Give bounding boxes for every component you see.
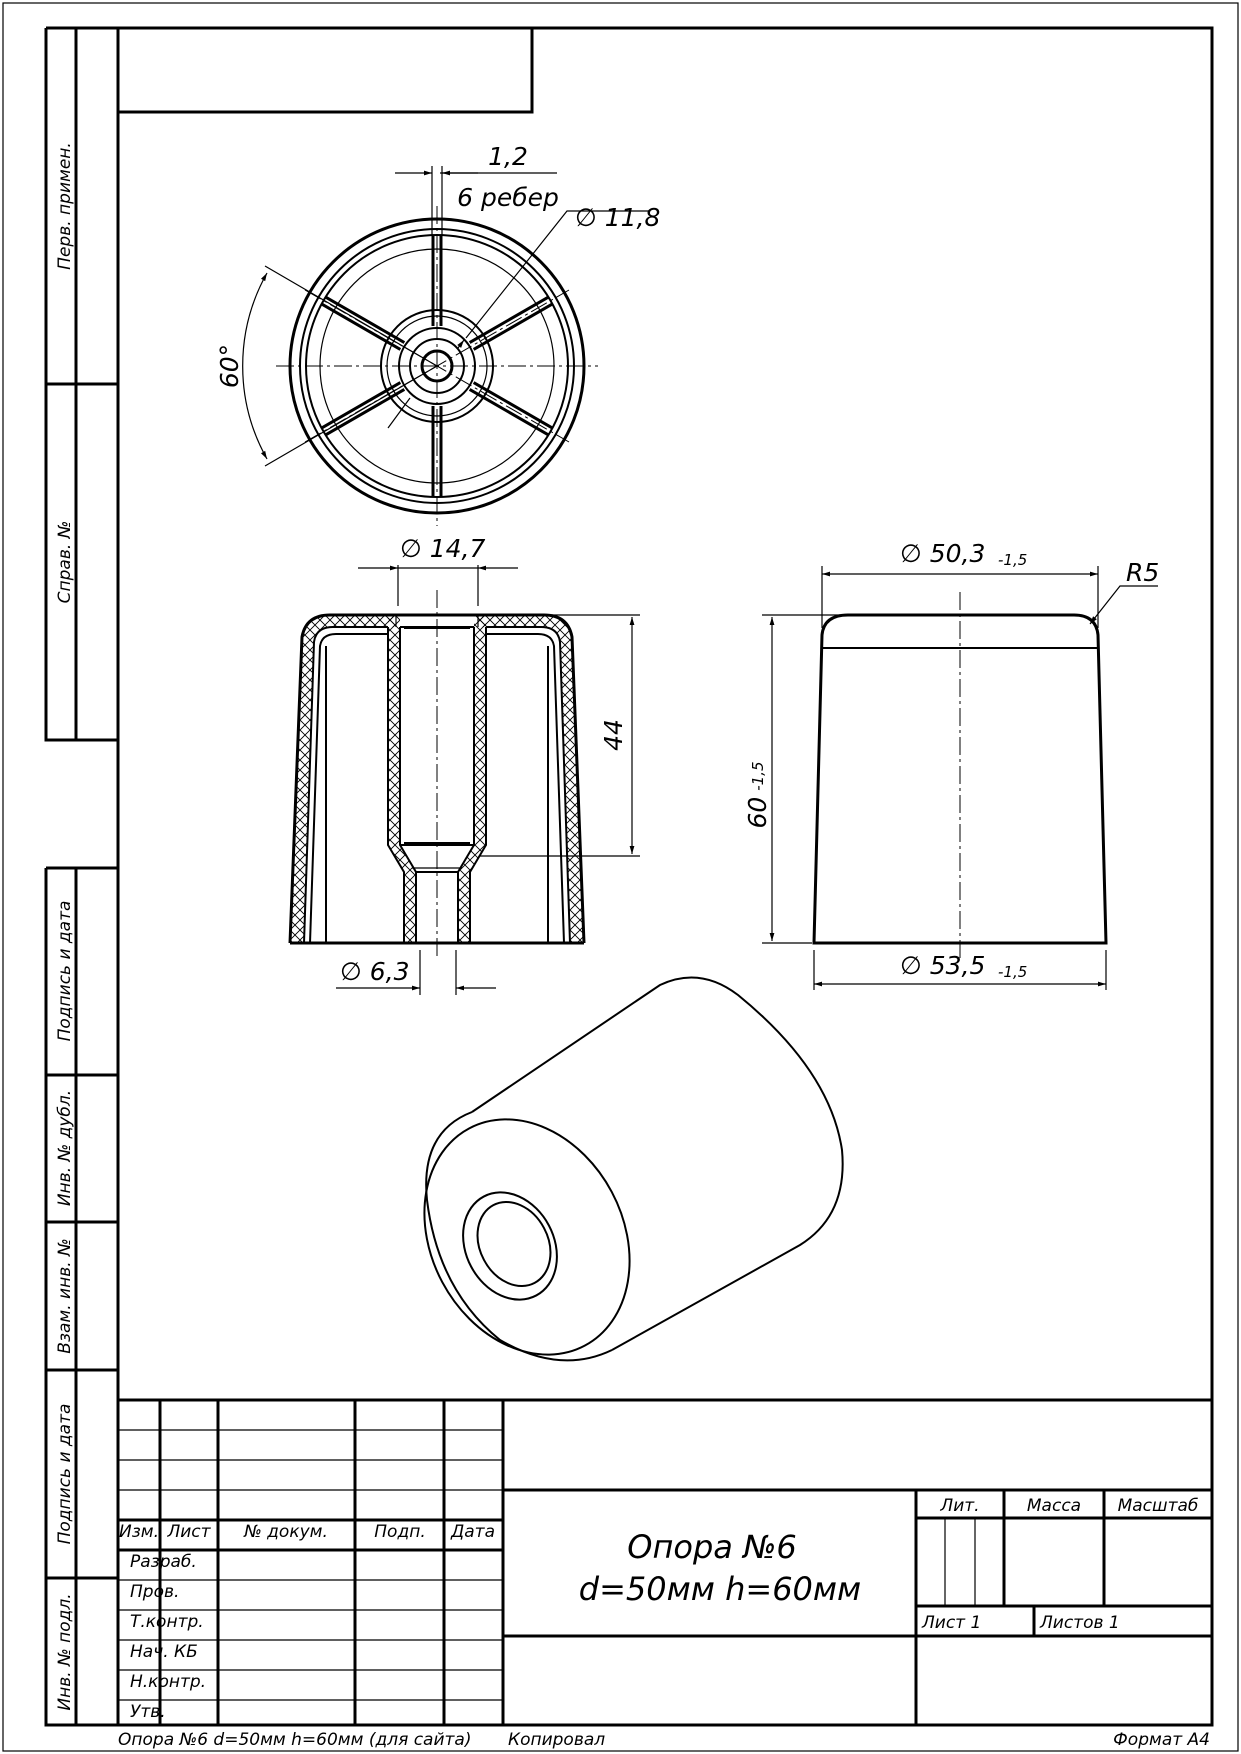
dim-ribs-count: 6 ребер — [457, 183, 559, 212]
rib-5 — [320, 381, 406, 437]
side-view-dimensions: ∅ 50,3 -1,5 R5 60 -1,5 ∅ 53,5 -1,5 — [743, 539, 1159, 990]
role-tkontr: Т.контр. — [130, 1612, 204, 1632]
section-view-dimensions: ∅ 14,7 44 ∅ 6,3 — [336, 534, 640, 995]
sheets-label: Листов 1 — [1039, 1613, 1120, 1633]
side-strip — [44, 26, 118, 1727]
side-label-inv-podl: Инв. № подл. — [55, 1593, 75, 1710]
dim-top-diameter: ∅ 50,3 — [900, 539, 985, 568]
scale-label: Масштаб — [1118, 1496, 1199, 1516]
side-view — [812, 592, 1108, 958]
role-prov: Пров. — [130, 1582, 179, 1602]
side-label-sprav-no: Справ. № — [55, 521, 75, 604]
header-dokum: № докум. — [243, 1522, 328, 1542]
top-left-stamp — [116, 26, 534, 114]
dim-bottom-diameter: ∅ 53,5 — [900, 951, 985, 980]
diameter-symbol: ∅ — [900, 951, 922, 980]
header-data: Дата — [450, 1522, 495, 1542]
dim-height: 60 -1,5 — [743, 761, 772, 828]
dim-rib-thickness: 1,2 — [488, 142, 528, 171]
side-label-inv-dubl: Инв. № дубл. — [55, 1090, 75, 1206]
mass-label: Масса — [1027, 1496, 1081, 1516]
dim-inner-diameter: ∅ 14,7 — [400, 534, 485, 563]
dim-angle: 60° — [215, 344, 244, 388]
diameter-symbol: ∅ — [400, 534, 422, 563]
drawing-title-line1: Опора №6 — [627, 1528, 796, 1566]
isometric-view — [423, 976, 844, 1362]
header-izm: Изм. — [119, 1522, 159, 1542]
diameter-symbol: ∅ — [575, 203, 597, 232]
top-view-dimensions: 1,2 6 ребер ∅ 11,8 60° — [215, 142, 660, 467]
footer: Опора №6 d=50мм h=60мм (для сайта) Копир… — [118, 1730, 1210, 1750]
top-view — [276, 206, 598, 526]
side-labels: Перв. примен. Справ. № Подпись и дата Ин… — [55, 142, 75, 1710]
side-label-podpis-data-1: Подпись и дата — [55, 901, 75, 1042]
sheet-label: Лист 1 — [921, 1613, 981, 1633]
footer-format: Формат A4 — [1113, 1730, 1210, 1750]
rib-1 — [431, 235, 443, 326]
diameter-symbol: ∅ — [900, 539, 922, 568]
header-podp: Подп. — [374, 1522, 425, 1542]
role-razrab: Разраб. — [130, 1552, 197, 1572]
role-utv: Утв. — [130, 1702, 166, 1722]
rib-3 — [468, 381, 554, 437]
role-nkontr: Н.контр. — [130, 1672, 206, 1692]
dim-top-diameter-value: 50,3 — [930, 539, 986, 568]
header-list: Лист — [166, 1522, 211, 1542]
dim-bottom-tolerance: -1,5 — [998, 963, 1027, 981]
dim-hub-diameter: ∅ 11,8 — [575, 203, 660, 232]
dim-top-tolerance: -1,5 — [998, 551, 1027, 569]
dim-hole-diameter: ∅ 6,3 — [340, 957, 410, 986]
ribs — [320, 235, 554, 497]
diameter-symbol: ∅ — [340, 957, 362, 986]
dim-hole-diameter-value: 6,3 — [370, 957, 410, 986]
rib-6 — [320, 295, 406, 351]
dim-height-tolerance: -1,5 — [749, 761, 767, 790]
dim-height-value: 60 — [743, 797, 772, 829]
title-block — [118, 1398, 1212, 1725]
side-label-podpis-data-2: Подпись и дата — [55, 1404, 75, 1545]
dim-fillet-radius: R5 — [1126, 558, 1159, 587]
side-label-vzam-inv: Взам. инв. № — [55, 1238, 75, 1353]
dim-depth: 44 — [599, 719, 628, 751]
role-nach-kb: Нач. КБ — [130, 1642, 198, 1662]
side-label-perv-primen: Перв. примен. — [55, 142, 75, 270]
footer-copied: Копировал — [508, 1730, 605, 1750]
dim-inner-diameter-value: 14,7 — [430, 534, 486, 563]
drawing-title-line2: d=50мм h=60мм — [579, 1570, 861, 1608]
footer-name: Опора №6 d=50мм h=60мм (для сайта) — [118, 1730, 471, 1750]
rib-2 — [468, 295, 554, 351]
lit-label: Лит. — [939, 1496, 979, 1516]
rib-4 — [431, 406, 443, 497]
dim-hub-diameter-value: 11,8 — [605, 203, 661, 232]
section-view — [288, 590, 586, 960]
dim-bottom-diameter-value: 53,5 — [930, 951, 986, 980]
title-block-text: Изм. Лист № докум. Подп. Дата Разраб. Пр… — [119, 1496, 1198, 1722]
